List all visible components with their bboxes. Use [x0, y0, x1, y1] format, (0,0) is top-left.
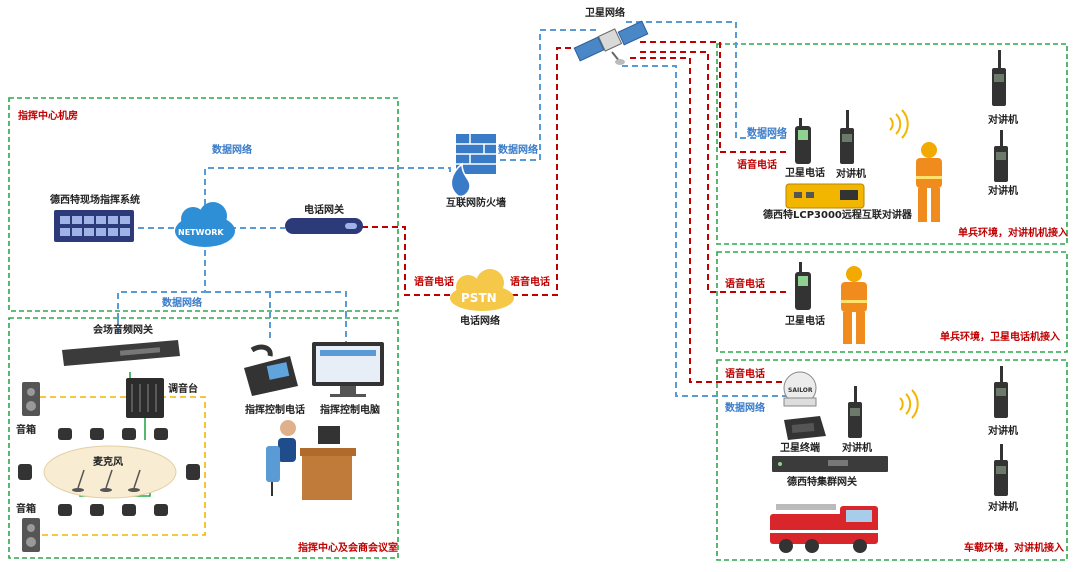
- zone1-radio-left-label: 对讲机: [836, 167, 866, 180]
- speaker-bottom-label: 音箱: [16, 502, 36, 515]
- zone1-radio-right-bottom-label: 对讲机: [988, 184, 1018, 197]
- audio-speaker-loop: [40, 396, 206, 536]
- sat-terminal-icon: [784, 416, 826, 440]
- control-pc-label: 指挥控制电脑: [320, 403, 380, 416]
- control-pc-icon: [312, 342, 384, 397]
- network-badge: NETWORK: [178, 228, 224, 237]
- pstn-voice-left: 语音电话: [414, 275, 454, 288]
- mixer-label: 调音台: [168, 382, 198, 395]
- data-net-label-bottom: 数据网络: [162, 296, 202, 309]
- zone1-radio-right-top-label: 对讲机: [988, 113, 1018, 126]
- control-phone-label: 指挥控制电话: [245, 403, 305, 416]
- data-net-label-top: 数据网络: [212, 143, 252, 156]
- link-cloud-firewall: [204, 167, 451, 205]
- command-system-label: 德西特现场指挥系统: [49, 193, 140, 206]
- command-room-zone: [8, 97, 399, 312]
- zone1-firefighter-icon: [916, 142, 942, 222]
- zone2-sat-phone-icon: [795, 262, 811, 310]
- zone1-signal-icon: [889, 109, 909, 139]
- trunk-gateway-label: 德西特集群网关: [786, 475, 857, 488]
- firewall-label: 互联网防火墙: [446, 196, 506, 209]
- sat-terminal-label: 卫星终端: [780, 441, 820, 454]
- firewall-icon: [450, 134, 496, 198]
- link-cloud-conference: [117, 250, 206, 318]
- zone2-sat-phone-label: 卫星电话: [785, 314, 825, 327]
- zone1-sat-phone-icon: [795, 118, 811, 164]
- link-pstn-satellite: [512, 47, 600, 296]
- link-sat-zone2-voice: [640, 51, 790, 293]
- link-sat-zone1-voice: [640, 41, 790, 153]
- conference-table-icon: [18, 428, 200, 516]
- command-room-title: 指挥中心机房: [18, 109, 78, 122]
- link-firewall-satellite: [490, 29, 596, 161]
- zone1-voice-label: 语音电话: [737, 158, 777, 171]
- pstn-voice-right: 语音电话: [510, 275, 550, 288]
- firewall-data-net-label: 数据网络: [498, 143, 538, 156]
- zone3-data-net-label: 数据网络: [725, 401, 765, 414]
- phone-gateway-label: 电话网关: [304, 203, 344, 216]
- trunk-gateway-device: [772, 456, 888, 472]
- operator-desk-icon: [266, 420, 356, 500]
- command-system-device: [54, 210, 134, 242]
- zone3-signal-icon: [899, 389, 919, 419]
- link-gateway-pstn: [362, 226, 452, 296]
- zone1-lcp-device: [785, 183, 865, 209]
- zone2-title: 单兵环境，卫星电话机接入: [940, 330, 1060, 343]
- fire-truck-icon: [770, 504, 878, 553]
- pstn-label: 电话网络: [460, 314, 500, 327]
- conference-title: 指挥中心及会商会议室: [298, 541, 398, 554]
- zone3-radio-right-top-icon: [994, 366, 1008, 418]
- mixer-device: [126, 378, 164, 418]
- speaker-top-label: 音箱: [16, 423, 36, 436]
- link-cloud-pc: [205, 291, 347, 342]
- link-sat-zone1-data: [626, 21, 790, 139]
- speaker-bottom-icon: [22, 518, 40, 552]
- control-phone-icon: [244, 344, 298, 396]
- satellite-icon: [573, 20, 649, 65]
- pstn-badge: PSTN: [461, 291, 497, 305]
- audio-gateway-device: [62, 340, 180, 366]
- zone3-radio-mid-icon: [848, 386, 862, 438]
- microphone-icon: [72, 469, 141, 492]
- zone1-radio-right-bottom-icon: [994, 130, 1008, 182]
- conference-zone: [8, 317, 399, 559]
- zone3-radio-right-top-label: 对讲机: [988, 424, 1018, 437]
- antenna-text: SAILOR: [788, 387, 813, 394]
- zone2-firefighter-icon: [841, 266, 867, 344]
- audio-gateway-label: 会场音频网关: [93, 323, 153, 336]
- pstn-cloud-icon: [450, 269, 514, 311]
- zone2-box: [716, 251, 1068, 353]
- zone1-sat-phone-label: 卫星电话: [785, 166, 825, 179]
- link-sat-zone3-data: [622, 65, 790, 397]
- zone3-title: 车载环境，对讲机接入: [964, 541, 1064, 554]
- zone1-radio-right-top-icon: [992, 50, 1006, 106]
- network-cloud-icon: [175, 202, 235, 247]
- microphone-label: 麦克风: [93, 455, 123, 468]
- zone3-radio-right-bottom-label: 对讲机: [988, 500, 1018, 513]
- sat-antenna-icon: [783, 371, 817, 407]
- zone3-box: [716, 359, 1068, 561]
- zone3-voice-label: 语音电话: [725, 367, 765, 380]
- zone1-box: [716, 43, 1068, 245]
- zone1-lcp-label: 德西特LCP3000远程互联对讲器: [762, 208, 913, 221]
- zone2-voice-label: 语音电话: [725, 277, 765, 290]
- zone1-data-net-label: 数据网络: [747, 126, 787, 139]
- zone1-radio-left-icon: [840, 110, 854, 164]
- zone1-title: 单兵环境，对讲机机接入: [958, 226, 1068, 239]
- link-sat-zone3-voice: [630, 57, 790, 383]
- zone3-radio-right-bottom-icon: [994, 444, 1008, 496]
- satellite-title: 卫星网络: [585, 6, 625, 19]
- phone-gateway-device: [285, 218, 363, 234]
- speaker-top-icon: [22, 382, 40, 416]
- zone3-radio-mid-label: 对讲机: [842, 441, 872, 454]
